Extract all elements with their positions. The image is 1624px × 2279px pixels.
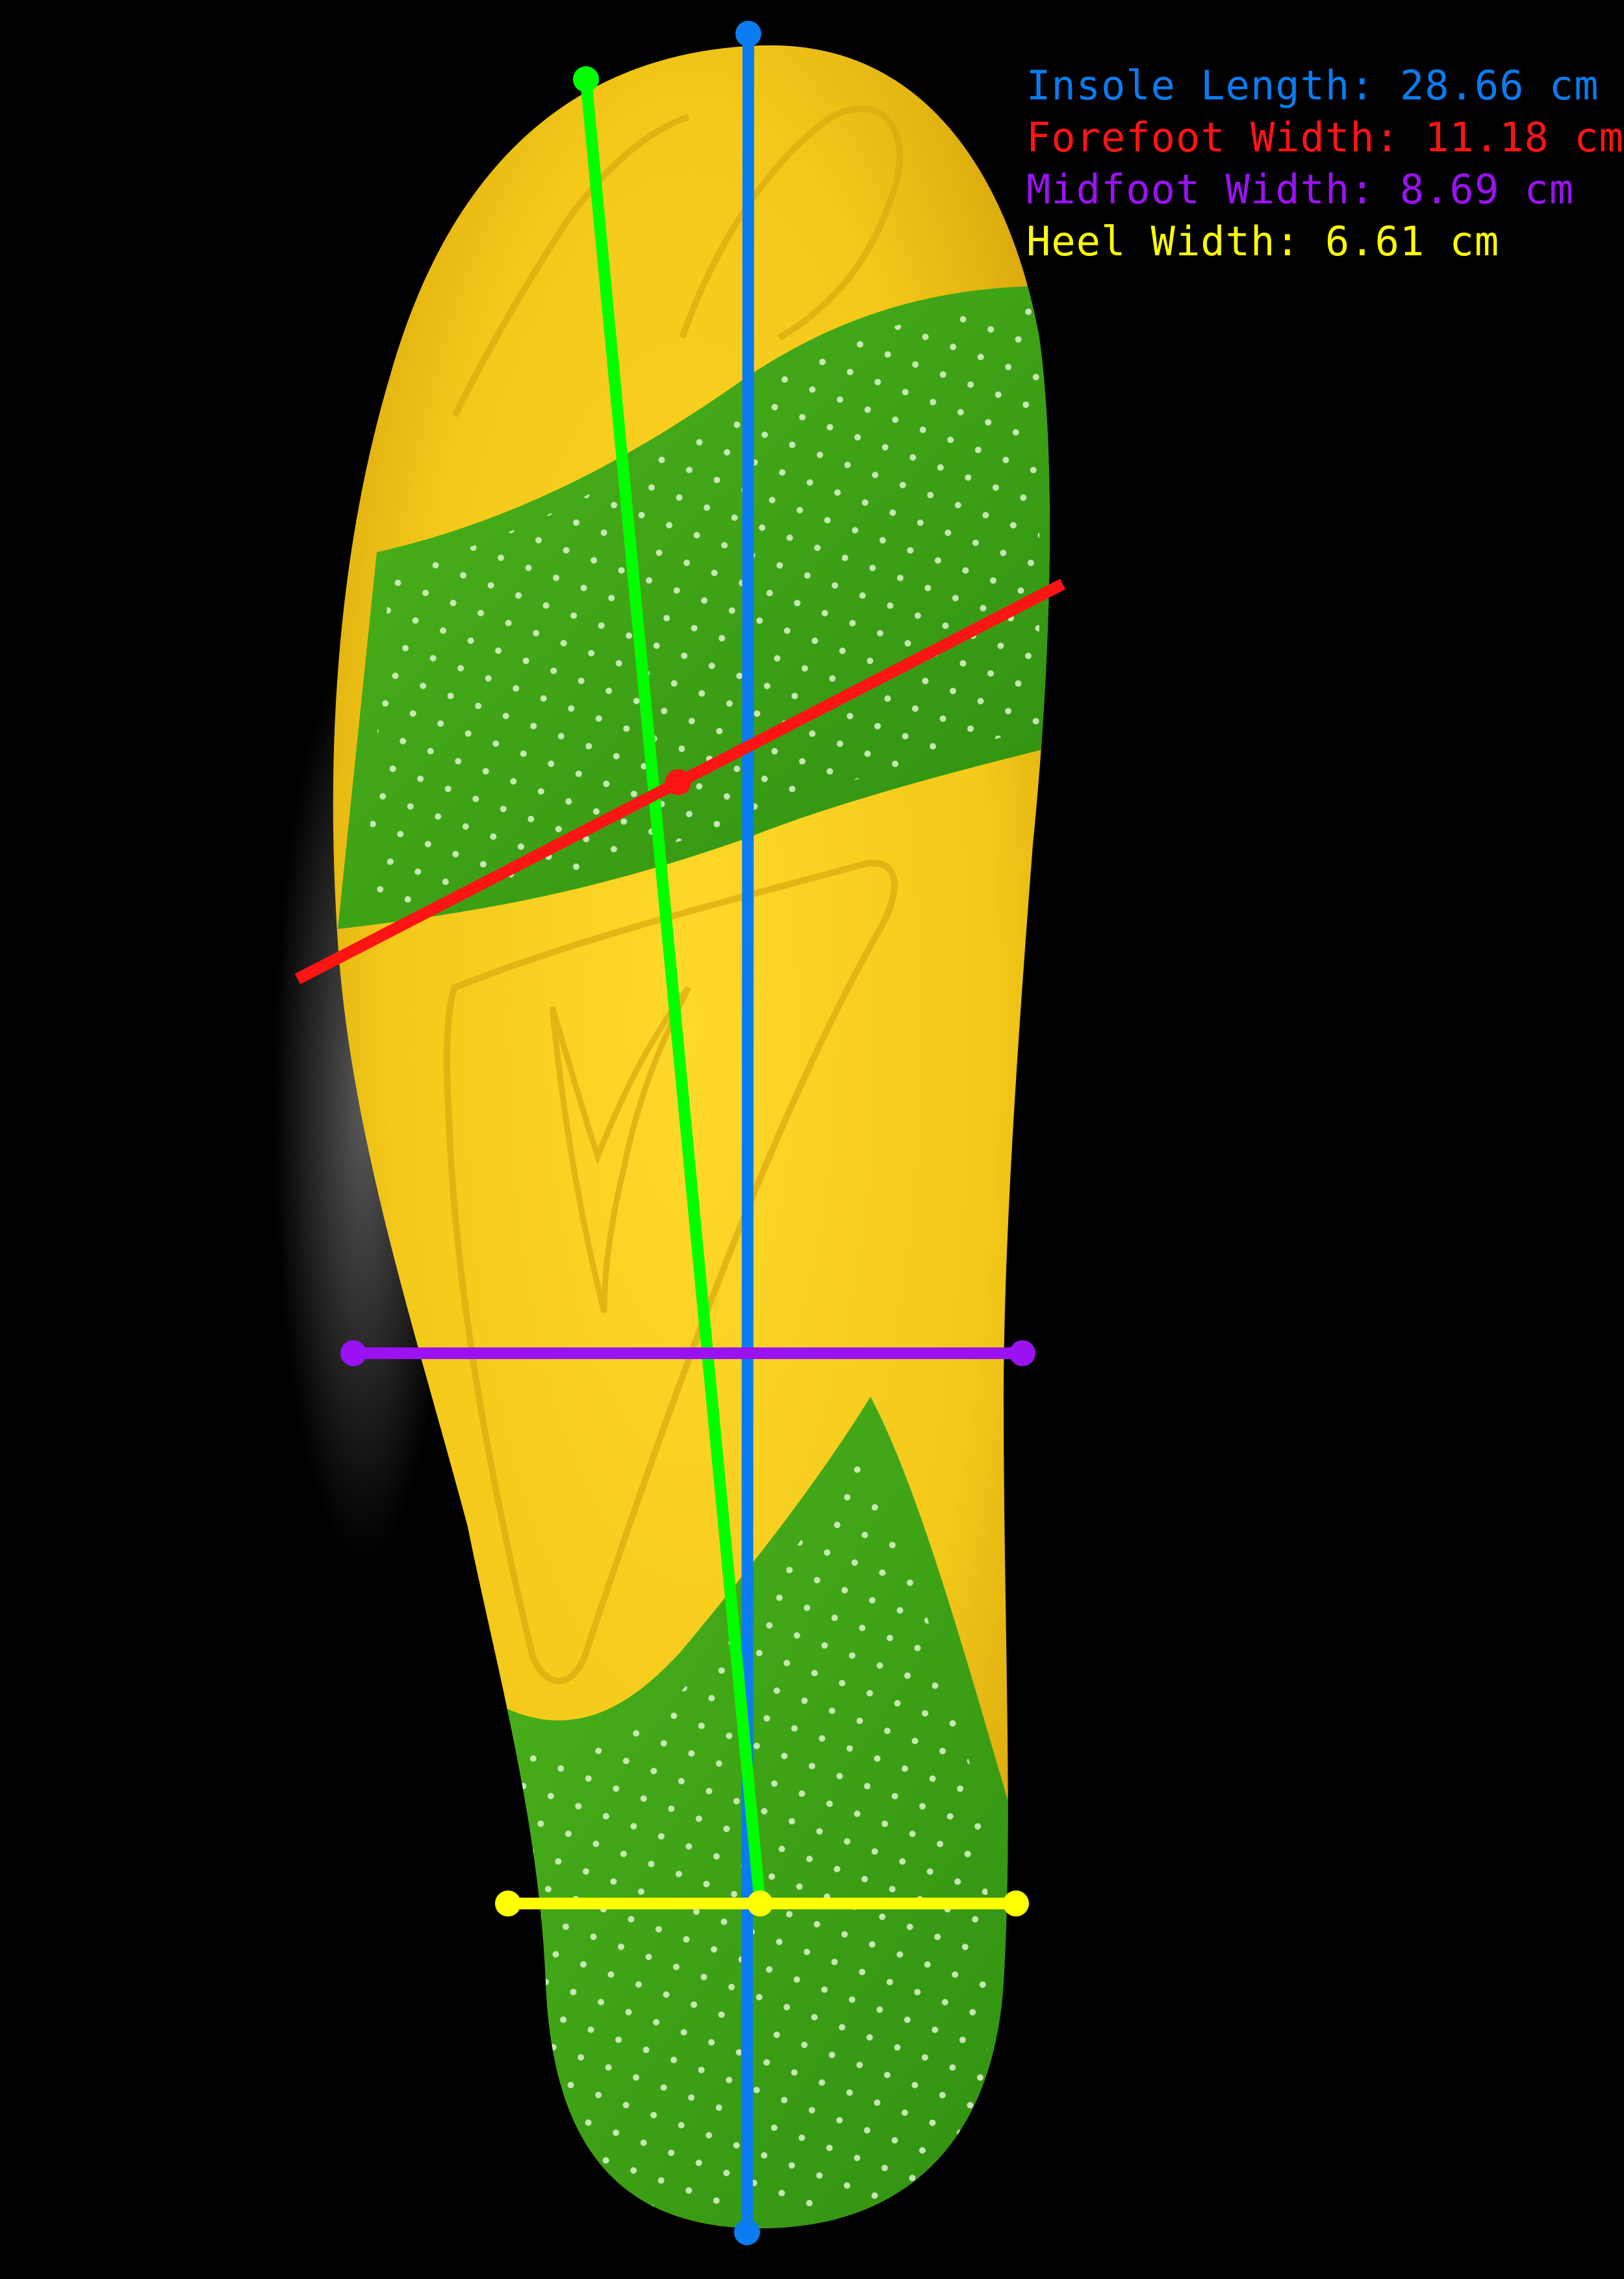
forefoot-width-midpoint — [665, 769, 691, 795]
insole-length-label: Insole Length: 28.66 cm — [1026, 62, 1599, 109]
foot-axis-line — [580, 79, 766, 1904]
midfoot-width-label: Midfoot Width: 8.69 cm — [1026, 166, 1575, 213]
insole-length-endpoint-top — [735, 21, 761, 47]
toe-contour-2 — [679, 105, 904, 341]
heel-width-midpoint — [747, 1891, 773, 1916]
forefoot-pad-dots — [364, 305, 1039, 910]
insole-length-line — [741, 33, 754, 2233]
midfoot-width-endpoint-right — [1009, 1340, 1035, 1366]
heel-width-label: Heel Width: 6.61 cm — [1026, 218, 1500, 265]
logo-emboss — [549, 986, 692, 1314]
heel-width-endpoint-right — [1003, 1891, 1029, 1916]
insole-length-endpoint-bottom — [734, 2219, 760, 2245]
heel-width-endpoint-left — [495, 1891, 521, 1916]
midfoot-width-endpoint-left — [340, 1340, 366, 1366]
arch-contour — [444, 859, 898, 1685]
forefoot-width-label: Forefoot Width: 11.18 cm — [1026, 114, 1624, 161]
foot-axis-endpoint-top — [573, 66, 599, 92]
measurement-legend: Insole Length: 28.66 cm Forefoot Width: … — [1026, 60, 1624, 268]
toe-contour — [451, 114, 690, 418]
